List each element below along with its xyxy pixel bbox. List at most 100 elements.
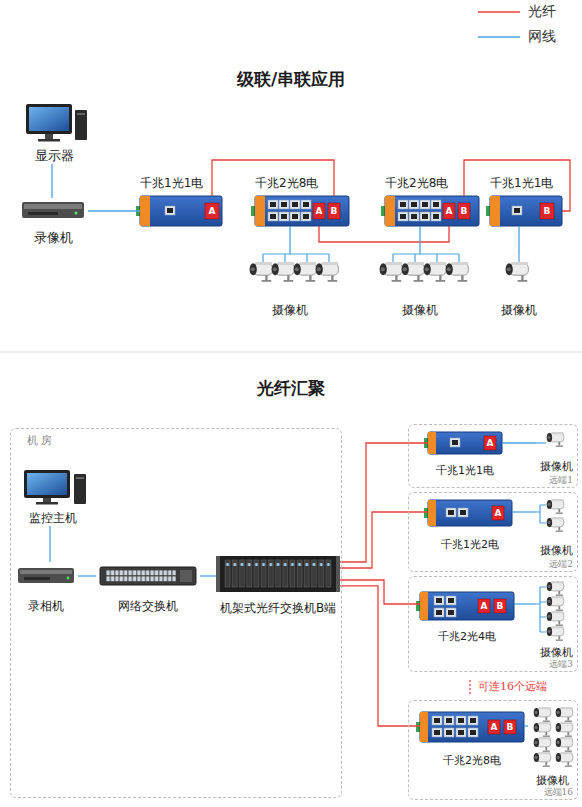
port-letter: A [209,207,216,216]
mount-ear [428,500,436,526]
rj45-port [420,200,430,209]
rj45-port [268,212,278,221]
fiber-port [494,599,506,613]
device-label: 千兆2光8电 [385,176,448,191]
fiber-link [340,443,428,562]
device-node: 千兆2光4电 [420,590,514,644]
rj45-port [279,200,289,209]
camera [250,262,273,282]
device-label: 千兆2光8电 [443,754,501,768]
cable-link [88,210,140,211]
site-region: 远端2千兆1光2电摄像机 [408,492,578,572]
fiber-port [478,599,490,613]
legend-cable-line [478,36,520,38]
fiber-port [443,203,455,219]
camera-bus [263,254,519,263]
switch-body [428,500,512,526]
rj45-port [398,200,408,209]
device-label: 摄像机 [402,303,438,318]
cable-link [518,226,519,254]
note-text: 可连16个远端 [478,680,547,694]
port-letter: A [446,207,453,216]
camera [547,611,564,626]
recorder-body [18,568,74,583]
device-label: 摄像机 [540,460,573,474]
label-slot: B [328,203,340,219]
monitor-screen [27,473,67,495]
region-label: 远端3 [549,659,573,670]
camera [272,262,295,282]
rj45-port [420,212,430,221]
camera [556,722,573,737]
label-slot: A [488,720,500,734]
rj45-port [432,716,442,725]
cable-link [524,725,528,726]
camera [547,517,564,532]
fiber-switch [486,196,562,226]
region-label: 远端1 [549,475,573,486]
mount-ear [140,196,150,226]
rj45-port [290,212,300,221]
fiber-port [492,506,504,520]
device-node: 显示器 [18,100,90,164]
rj45-port [468,716,478,725]
fiber-switch [424,432,502,454]
device-node: 机架式光纤交换机B端 [216,552,340,616]
camera [316,262,339,282]
pc-drive [77,113,85,115]
monitor-bezel [26,104,72,134]
camera [556,707,573,722]
rj45-port [409,200,419,209]
monitor-icon [26,104,87,142]
fiber-switch [424,500,512,526]
rack-converter-icon [216,556,340,592]
monitor-screen [29,107,69,131]
rj45-port [450,438,460,447]
cable-link [78,575,96,576]
camera [547,626,564,641]
camera [547,596,564,611]
fiber-switch [416,712,524,742]
device-node: 摄像机 [528,704,576,788]
fiber-link [319,226,449,242]
device-label: 摄像机 [536,774,569,788]
rj45-port [398,212,408,221]
mount-ear [428,432,436,454]
camera [534,737,551,752]
title-slot: 级联/串联应用 [0,68,582,92]
power-terminal [381,206,385,216]
rj45-port [446,508,456,517]
port-letter: B [497,602,504,611]
monitor-foot [36,502,58,505]
label-slot: 光纤汇聚 [0,377,582,401]
cable-wire [263,254,329,263]
device-label: 显示器 [35,148,74,164]
rj45-port [446,608,456,617]
power-terminal [424,508,428,518]
port-letter: A [487,439,494,448]
rj45-port [444,716,454,725]
power-terminal [251,206,255,216]
port-letter: B [461,207,468,216]
rj45-port [444,728,454,737]
pc-tower [75,110,87,140]
cable-wire [536,505,546,523]
switch-body [420,712,524,742]
region-label: 远端16 [544,787,573,798]
power-terminal [416,601,420,611]
switch-body [385,196,479,226]
fiber-port [484,436,496,450]
recorder-top [20,570,72,574]
label-slot: B [494,599,506,613]
fiber-port [488,720,500,734]
cable-link [419,226,420,254]
device-label: 录像机 [34,230,73,246]
rack-chassis [220,556,336,592]
site-region: 远端1千兆1光1电摄像机 [408,424,578,488]
fiber-port [504,720,516,734]
site-region: 远端3千兆2光4电摄像机 [408,576,578,672]
device-label: 千兆1光2电 [441,538,499,552]
rj45-port [431,212,441,221]
pc-drive [76,477,84,479]
camera [402,262,425,282]
